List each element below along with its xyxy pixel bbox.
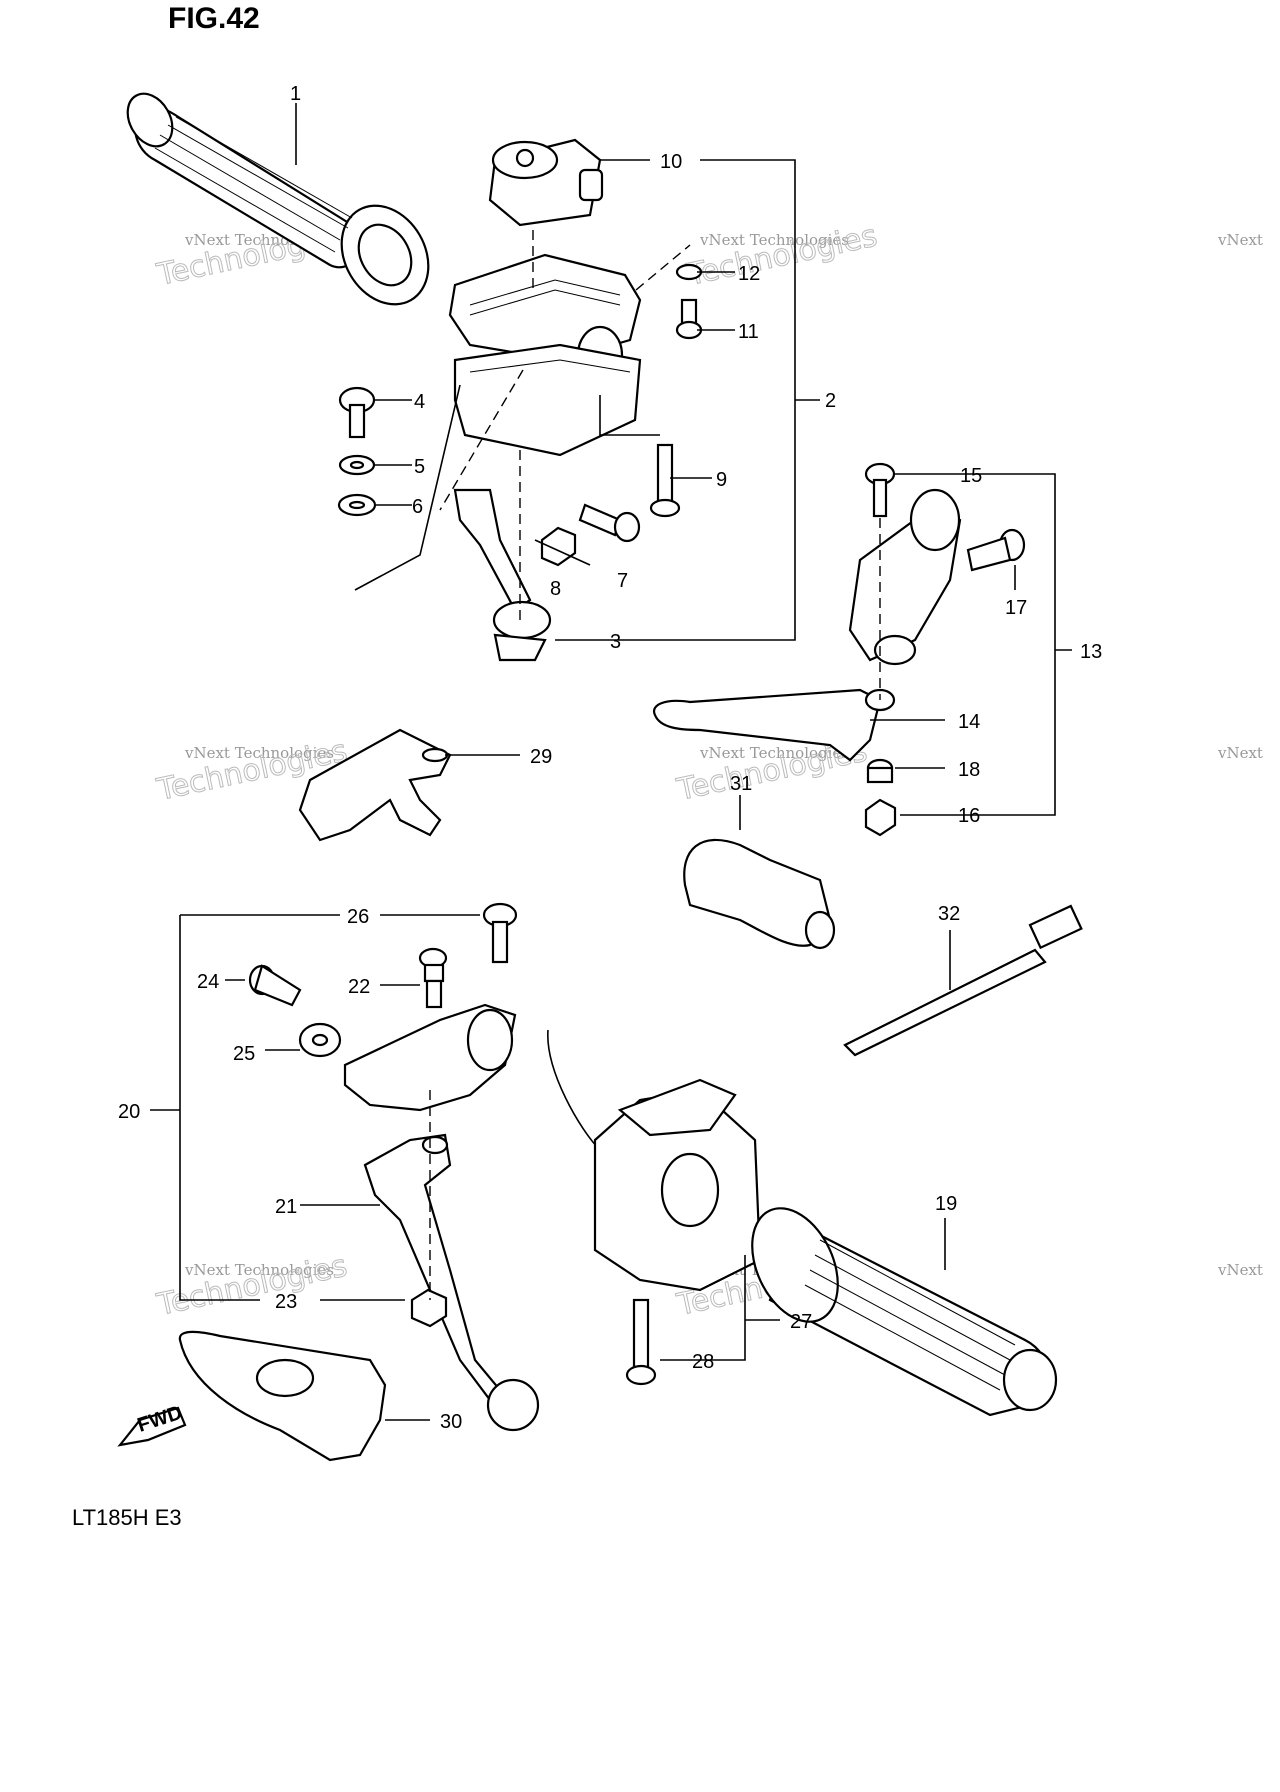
callout-21: 21 <box>275 1196 297 1218</box>
watermark-text: vNext <box>1217 1261 1263 1279</box>
callout-28: 28 <box>692 1351 714 1373</box>
callout-18: 18 <box>958 759 980 781</box>
cable-tie-32 <box>843 904 1083 1057</box>
screw-7 <box>578 503 641 543</box>
callout-15: 15 <box>960 465 982 487</box>
adjuster-24 <box>248 964 302 1007</box>
callout-31: 31 <box>730 773 752 795</box>
screw-26 <box>482 902 518 964</box>
clutch-lever-holder <box>343 1003 517 1112</box>
callout-22: 22 <box>348 976 370 998</box>
screw-15 <box>864 462 896 518</box>
callout-13: 13 <box>1080 641 1102 663</box>
leader-lines <box>150 103 1072 1421</box>
callout-2: 2 <box>825 390 836 412</box>
watermark-text: vNext Technologies <box>699 744 849 762</box>
callout-7: 7 <box>617 570 628 592</box>
watermark-text: vNext <box>1217 744 1263 762</box>
callout-23: 23 <box>275 1291 297 1313</box>
callout-4: 4 <box>414 391 425 413</box>
callout-1: 1 <box>290 83 301 105</box>
callout-10: 10 <box>660 151 682 173</box>
lever-cover-30 <box>178 1330 387 1462</box>
screw-4 <box>338 386 376 439</box>
callout-16: 16 <box>958 805 980 827</box>
callout-19: 19 <box>935 1193 957 1215</box>
left-grip <box>126 92 430 306</box>
model-label: LT185H E3 <box>72 1505 182 1530</box>
watermark-text: vNext Technologies <box>184 744 334 762</box>
callout-25: 25 <box>233 1043 255 1065</box>
clutch-lever <box>363 1133 540 1432</box>
screw-28 <box>625 1298 657 1386</box>
screw-9 <box>649 443 681 518</box>
right-grip <box>751 1207 1058 1417</box>
watermark-text: vNext <box>1217 231 1263 249</box>
callout-27: 27 <box>790 1311 812 1333</box>
choke-lever <box>453 488 552 662</box>
nut-16 <box>864 798 897 837</box>
locknut-25 <box>298 1022 342 1058</box>
washer-5 <box>338 454 376 476</box>
bracket-29 <box>298 728 452 842</box>
figure-title: FIG.42 <box>168 2 260 35</box>
callout-26: 26 <box>347 906 369 928</box>
screw-11 <box>675 298 703 340</box>
callout-6: 6 <box>412 496 423 518</box>
watermark-text: vNext Technologies <box>184 1261 334 1279</box>
screw-22 <box>418 947 448 1009</box>
screw-17 <box>966 528 1026 572</box>
callout-29: 29 <box>530 746 552 768</box>
callout-3: 3 <box>610 631 621 653</box>
watermark-text: vNext Technologies <box>699 231 849 249</box>
callout-30: 30 <box>440 1411 462 1433</box>
lever-cover-31 <box>683 839 836 950</box>
nut-23 <box>410 1288 448 1328</box>
callout-11: 11 <box>738 321 759 343</box>
callout-14: 14 <box>958 711 980 733</box>
guide-lines <box>354 230 881 1300</box>
collar-18 <box>866 758 894 784</box>
callout-12: 12 <box>738 263 760 285</box>
callout-32: 32 <box>938 903 960 925</box>
left-switch-lower-case <box>453 343 642 457</box>
choke-knob <box>488 138 604 227</box>
nut-8 <box>540 526 577 567</box>
washer-6 <box>337 493 377 517</box>
right-switch-27 <box>547 1029 762 1292</box>
callout-9: 9 <box>716 469 727 491</box>
callout-8: 8 <box>550 578 561 600</box>
callout-numbers: 1 2 3 4 5 6 7 8 9 10 11 12 13 14 15 16 1… <box>118 83 1102 1433</box>
brake-lever-holder <box>848 488 962 666</box>
forward-arrow-icon: FWD <box>117 1402 187 1447</box>
callout-20: 20 <box>118 1101 140 1123</box>
callout-5: 5 <box>414 456 425 478</box>
watermark-text: Technologies <box>683 219 880 294</box>
callout-17: 17 <box>1005 597 1027 619</box>
callout-24: 24 <box>197 971 219 993</box>
brake-lever <box>652 688 896 762</box>
watermark-text: Technologies <box>153 1249 350 1324</box>
